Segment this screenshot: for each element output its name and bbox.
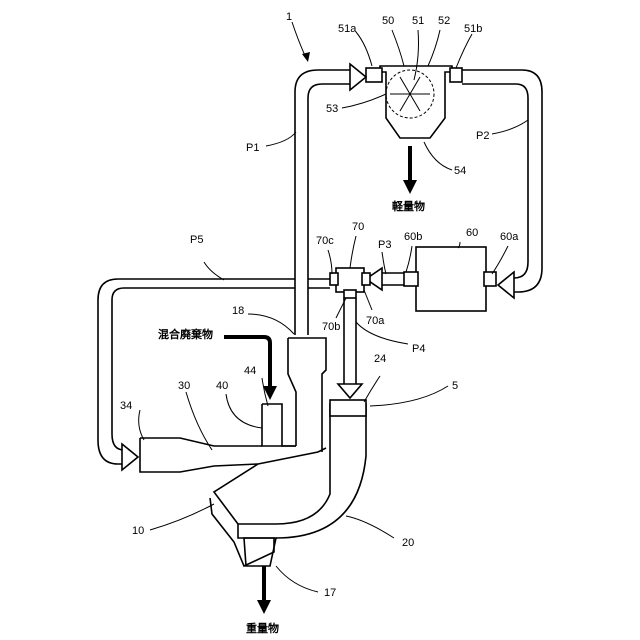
label-44: 44 [244, 365, 256, 377]
label-18: 18 [232, 305, 244, 317]
label-53: 53 [326, 103, 338, 115]
arrow-into-51a [350, 64, 366, 90]
light-output-arrow [403, 146, 417, 194]
label-5: 5 [452, 380, 458, 392]
port-70b [344, 290, 356, 298]
arrow-into-60a [498, 272, 514, 298]
label-70: 70 [352, 221, 364, 233]
label-34: 34 [120, 400, 132, 412]
label-60a: 60a [500, 231, 519, 243]
label-52: 52 [438, 15, 450, 27]
valve-body [336, 268, 364, 292]
label-p1: P1 [246, 142, 259, 154]
label-fig-1: 1 [286, 11, 292, 23]
valve-70 [330, 268, 370, 298]
label-70a: 70a [366, 315, 385, 327]
arrow-into-34 [122, 444, 138, 470]
inlet-51a [366, 68, 382, 82]
port-70c [330, 273, 338, 285]
label-70b: 70b [322, 321, 340, 333]
pipe-p4 [338, 298, 362, 398]
label-24: 24 [374, 353, 386, 365]
label-p5: P5 [190, 234, 203, 246]
label-p3: P3 [378, 239, 391, 251]
label-light-product: 軽量物 [392, 199, 425, 213]
label-60: 60 [466, 227, 478, 239]
label-p2: P2 [476, 130, 489, 142]
label-51b: 51b [464, 23, 482, 35]
device-60 [404, 247, 496, 311]
label-mixed-waste: 混合廃棄物 [158, 327, 213, 341]
label-10: 10 [132, 525, 144, 537]
label-17: 17 [324, 587, 336, 599]
outlet-51b [450, 68, 462, 82]
port-60a [484, 272, 496, 286]
label-70c: 70c [316, 235, 334, 247]
label-50: 50 [382, 15, 394, 27]
label-30: 30 [178, 380, 190, 392]
inlet-24 [330, 400, 366, 416]
port-70a [362, 273, 370, 285]
arrow-into-24 [338, 384, 362, 398]
label-51: 51 [412, 15, 424, 27]
label-40: 40 [216, 380, 228, 392]
label-p4: P4 [412, 343, 425, 355]
label-54: 54 [454, 165, 466, 177]
heavy-output-arrow [257, 566, 271, 614]
port-60b [404, 272, 418, 286]
label-60b: 60b [404, 231, 422, 243]
labels: 1 50 51 52 51a 51b 53 54 P1 P2 P3 P4 P5 … [120, 11, 519, 635]
separator-50 [366, 66, 462, 138]
label-20: 20 [402, 537, 414, 549]
label-heavy-product: 重量物 [246, 621, 279, 635]
label-51a: 51a [338, 23, 357, 35]
